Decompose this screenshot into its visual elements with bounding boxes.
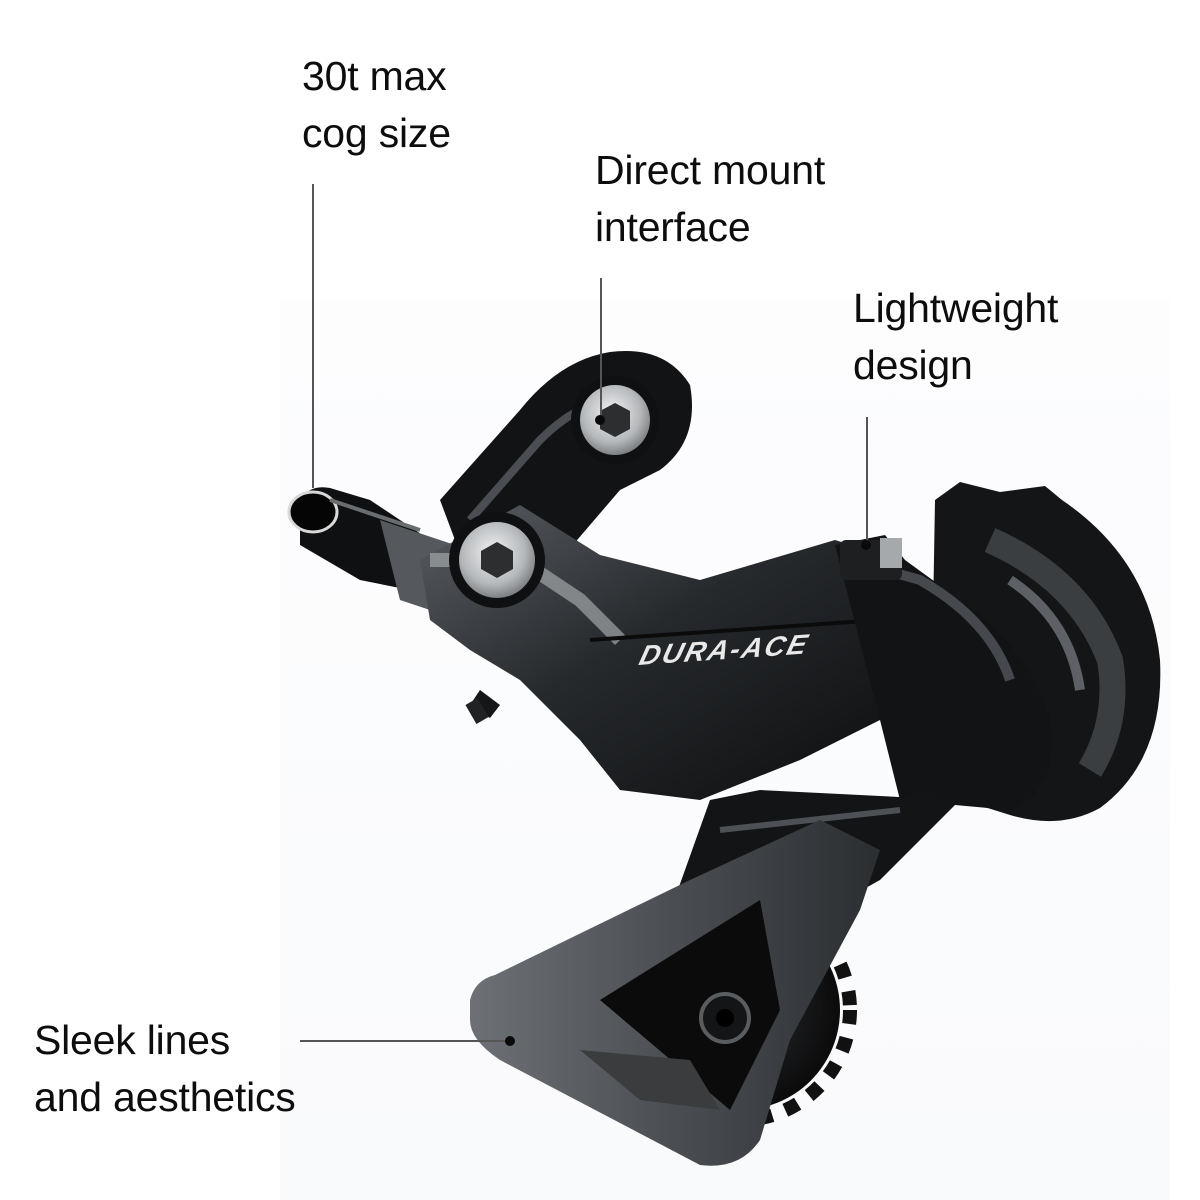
limit-screw bbox=[465, 690, 500, 725]
leader-line-sleek-lines bbox=[300, 1040, 510, 1042]
callout-line: Sleek lines bbox=[34, 1017, 231, 1063]
callout-line: and aesthetics bbox=[34, 1074, 296, 1120]
leader-dot bbox=[505, 1036, 515, 1046]
callout-line: 30t max bbox=[302, 53, 447, 99]
callout-direct-mount: Direct mount interface bbox=[595, 142, 825, 256]
callout-lightweight: Lightweight design bbox=[853, 280, 1058, 394]
callout-sleek-lines: Sleek lines and aesthetics bbox=[34, 1012, 296, 1126]
leader-dot bbox=[595, 415, 605, 425]
leader-line-direct-mount bbox=[600, 278, 602, 420]
callout-line: Direct mount bbox=[595, 147, 826, 193]
callout-line: cog size bbox=[302, 110, 451, 156]
leader-dot bbox=[861, 540, 871, 550]
callout-line: interface bbox=[595, 204, 751, 250]
leader-line-lightweight bbox=[866, 417, 868, 545]
callout-line: design bbox=[853, 342, 973, 388]
main-body bbox=[420, 505, 905, 800]
leader-line-cog-size bbox=[312, 184, 314, 488]
pulley-cage bbox=[470, 820, 880, 1166]
link-arm bbox=[835, 535, 1052, 810]
callout-line: Lightweight bbox=[853, 285, 1059, 331]
callout-cog-size: 30t max cog size bbox=[302, 48, 451, 162]
